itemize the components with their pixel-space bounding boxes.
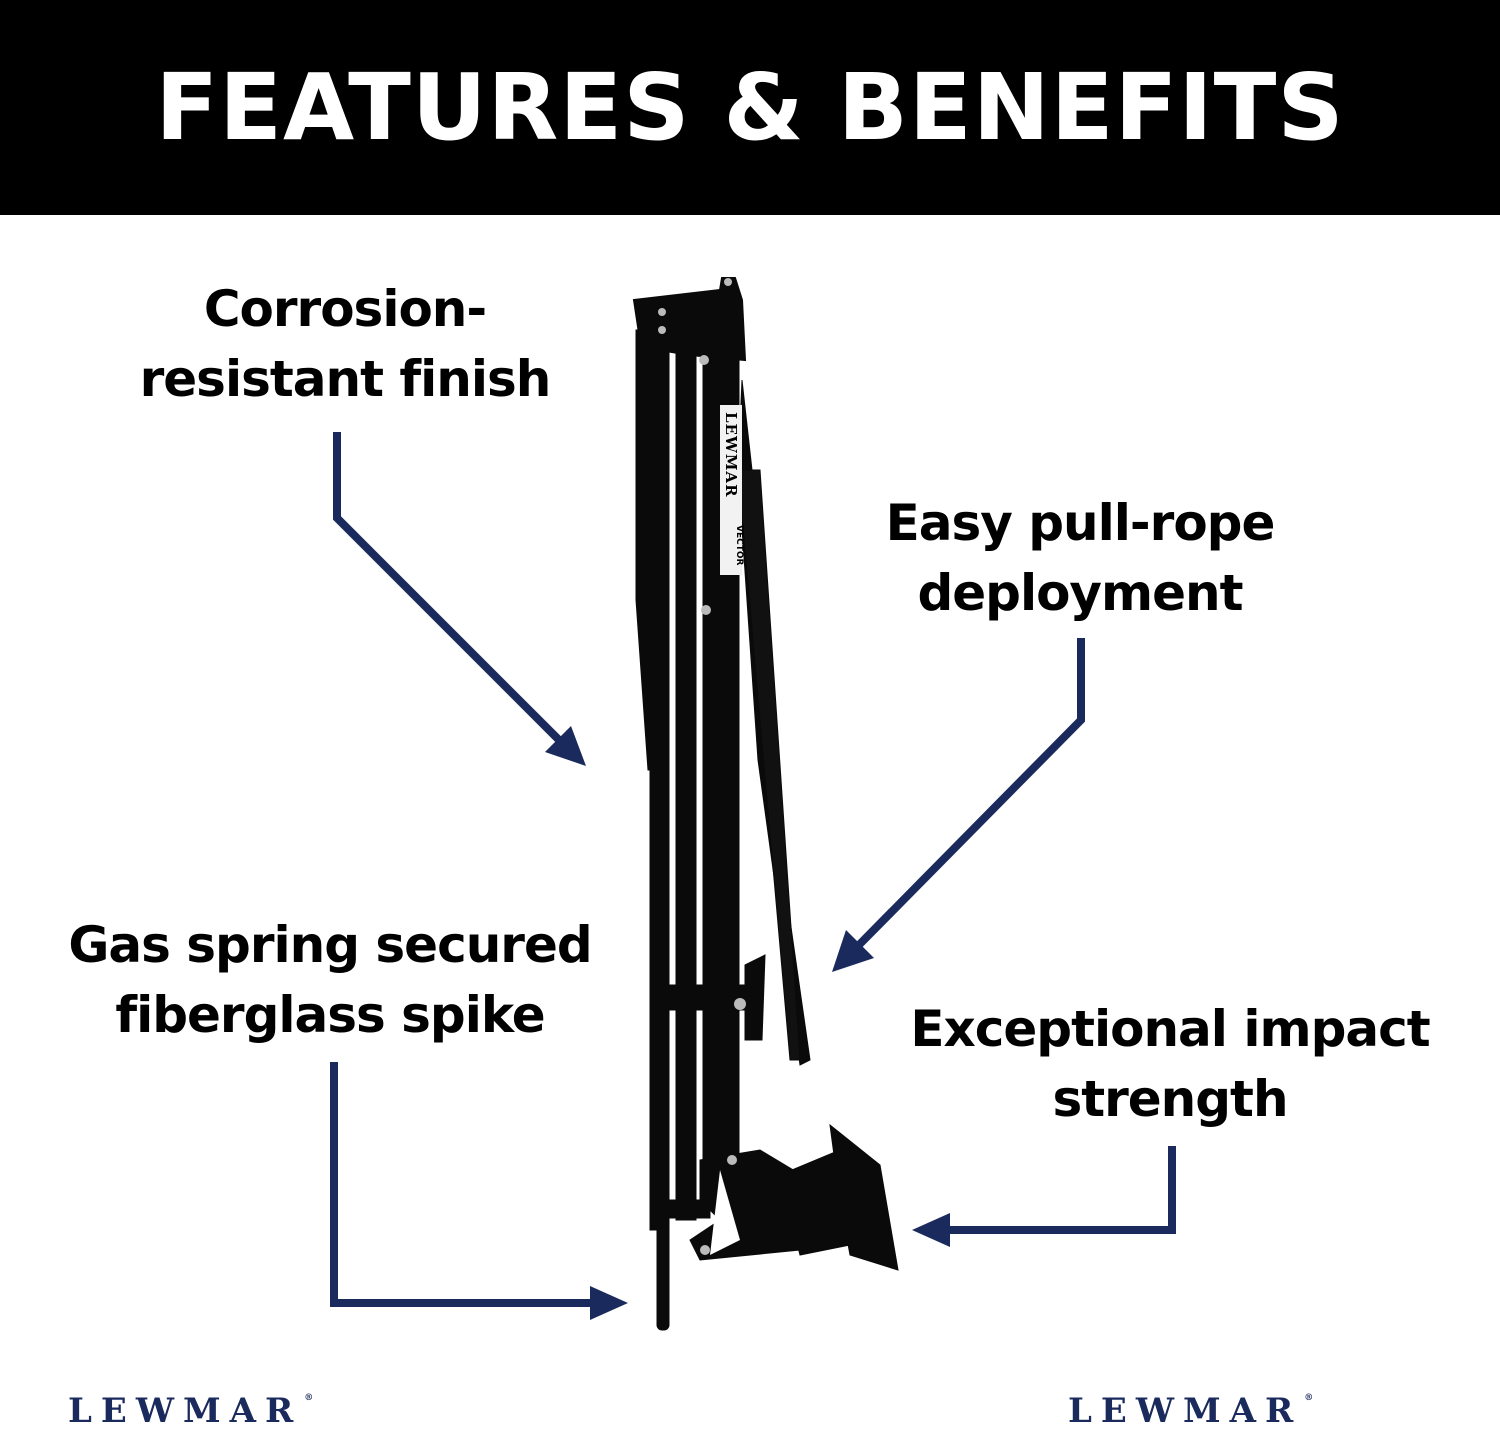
feature-pull-rope: Easy pull-rope deployment [830, 488, 1330, 628]
brand-name: LEWMAR [68, 1391, 303, 1431]
feature-corrosion-resistant: Corrosion- resistant finish [95, 274, 595, 414]
arrow-pullrope [849, 638, 1085, 955]
feature-line: Easy pull-rope [885, 494, 1276, 552]
page-title: FEATURES & BENEFITS [155, 53, 1345, 161]
arrow-corrosion [333, 432, 570, 751]
arrowhead-gas [590, 1286, 628, 1320]
product-brand-label: LEWMAR [722, 412, 740, 498]
arrowhead-corrosion [545, 726, 586, 766]
header-banner: FEATURES & BENEFITS [0, 0, 1500, 215]
registered-mark: ® [304, 1393, 314, 1403]
feature-line: deployment [917, 564, 1243, 622]
feature-line: resistant finish [139, 350, 552, 408]
brand-name: LEWMAR [1068, 1391, 1303, 1431]
feature-gas-spring: Gas spring secured fiberglass spike [30, 910, 630, 1050]
product-model-label: VECTOR [734, 525, 744, 566]
arrowhead-impact [912, 1213, 950, 1247]
feature-impact-strength: Exceptional impact strength [890, 994, 1450, 1134]
registered-mark: ® [1304, 1393, 1314, 1403]
feature-line: Corrosion- [203, 280, 487, 338]
brand-logo-left: LEWMAR® [68, 1391, 314, 1431]
brand-logo-right: LEWMAR® [1068, 1391, 1314, 1431]
feature-line: Exceptional impact [910, 1000, 1430, 1058]
arrow-impact [944, 1146, 1176, 1234]
arrow-gas [330, 1062, 595, 1307]
feature-line: fiberglass spike [115, 986, 545, 1044]
arrowhead-pullrope [832, 930, 874, 972]
feature-line: Gas spring secured [68, 916, 592, 974]
feature-line: strength [1052, 1070, 1288, 1128]
